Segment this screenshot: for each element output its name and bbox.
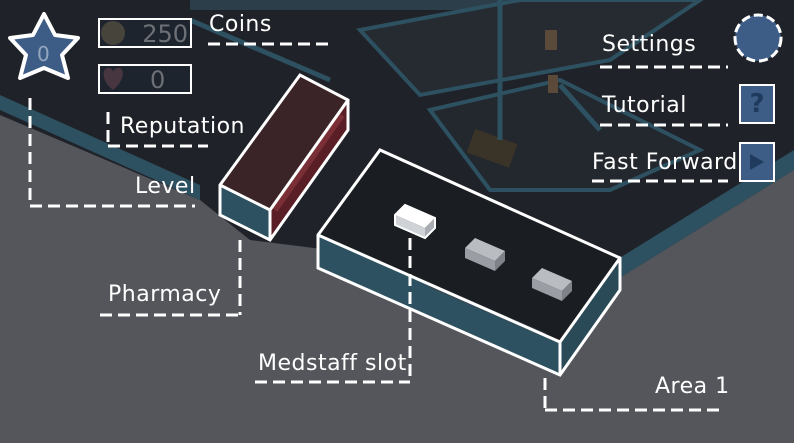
area-label: Area 1	[655, 374, 730, 399]
callout-lines	[28, 42, 728, 412]
corridor-wall-right	[600, 150, 794, 290]
heart-icon	[103, 67, 123, 90]
area-outline[interactable]	[316, 148, 622, 377]
pharmacy-counter	[272, 113, 345, 212]
coins-display: 250	[98, 18, 192, 48]
gear-icon[interactable]	[733, 13, 783, 63]
play-icon	[750, 154, 764, 170]
medstaff-slot[interactable]	[465, 238, 505, 271]
fast-forward-label: Fast Forward	[592, 150, 738, 175]
pharmacy-top	[220, 75, 348, 210]
inner-wall	[558, 83, 602, 132]
medstaff-slot-highlighted[interactable]	[394, 203, 436, 240]
pharmacy-front	[220, 185, 270, 240]
inner-wall	[189, 17, 331, 83]
pharmacy-outline	[219, 183, 271, 212]
area-outline	[558, 257, 622, 343]
medstaff-slot[interactable]	[532, 268, 572, 301]
coins-value: 250	[142, 20, 188, 48]
reputation-value: 0	[150, 66, 166, 94]
level-value: 0	[37, 42, 50, 66]
medstaff-slot-label: Medstaff slot	[258, 351, 407, 376]
coin-icon	[101, 21, 125, 45]
settings-label: Settings	[602, 32, 697, 57]
question-icon: ?	[749, 89, 765, 119]
notice-board	[466, 128, 518, 168]
room-top	[356, 0, 704, 98]
reputation-display: 0	[98, 64, 192, 94]
level-badge	[8, 12, 80, 80]
tutorial-button[interactable]: ?	[739, 84, 775, 124]
fast-forward-button[interactable]	[739, 142, 775, 182]
area-wall-front	[318, 235, 560, 375]
back-wall	[190, 0, 520, 10]
area-outline	[317, 233, 561, 344]
corridor-wall-left	[0, 95, 200, 200]
tutorial-label: Tutorial	[602, 93, 687, 118]
area-wall-side	[560, 258, 620, 375]
reputation-label: Reputation	[120, 114, 245, 139]
coins-label: Coins	[209, 12, 272, 37]
door	[545, 30, 557, 50]
level-label: Level	[135, 174, 196, 199]
star-icon	[8, 12, 80, 80]
pharmacy-label: Pharmacy	[108, 282, 222, 307]
door	[548, 75, 558, 93]
pharmacy-outline	[268, 99, 350, 211]
pharmacy-outline	[218, 73, 350, 242]
